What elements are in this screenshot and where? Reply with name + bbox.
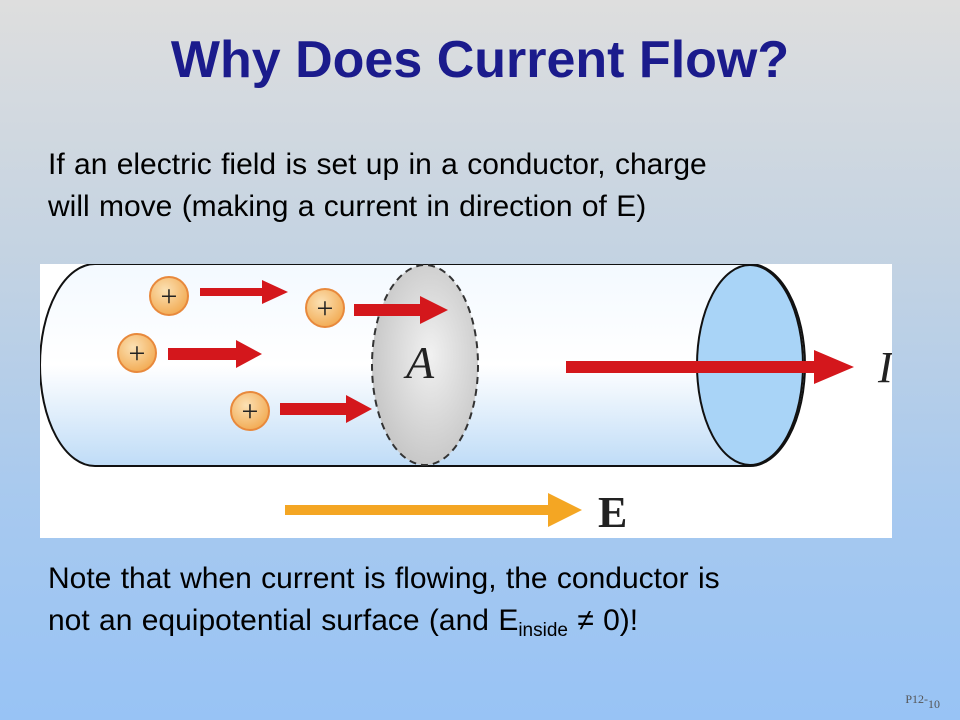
slide-title: Why Does Current Flow? — [170, 31, 790, 89]
area-label: A — [403, 337, 435, 388]
note-subscript: inside — [518, 620, 568, 641]
charge-symbol: + — [242, 395, 259, 428]
note-line-2: not an equipotential surface (and Einsid… — [48, 604, 639, 640]
field-label: E — [598, 488, 627, 537]
charge-arrow-3 — [168, 340, 262, 368]
slide-number-page: 10 — [928, 697, 940, 711]
note-line-2-post: ≠ 0)! — [567, 604, 639, 637]
intro-line-2: will move (making a current in direction… — [48, 190, 647, 223]
charge-3: + — [117, 333, 262, 373]
charge-symbol: + — [317, 292, 334, 325]
note-text: Note that when current is flowing, the c… — [48, 558, 928, 642]
charge-symbol: + — [161, 280, 178, 313]
slide-number: P12-10 — [905, 692, 940, 711]
charge-2: + — [305, 288, 448, 328]
charge-arrow-4 — [280, 395, 372, 423]
charge-arrow-1 — [200, 280, 288, 304]
charge-4: + — [230, 391, 372, 431]
conductor-diagram-svg: A + + + + I E — [40, 264, 892, 537]
charge-symbol: + — [129, 337, 146, 370]
intro-line-1: If an electric field is set up in a cond… — [48, 148, 707, 181]
conductor-diagram: A + + + + I E — [40, 264, 892, 538]
current-label: I — [877, 343, 892, 392]
charge-1: + — [149, 276, 288, 316]
charge-arrow-2 — [354, 296, 448, 324]
slide-number-prefix: P12- — [905, 692, 928, 706]
intro-text: If an electric field is set up in a cond… — [48, 144, 928, 228]
field-arrow — [285, 493, 582, 527]
note-line-2-pre: not an equipotential surface (and E — [48, 604, 519, 637]
current-arrow — [566, 350, 854, 384]
note-line-1: Note that when current is flowing, the c… — [48, 562, 720, 595]
